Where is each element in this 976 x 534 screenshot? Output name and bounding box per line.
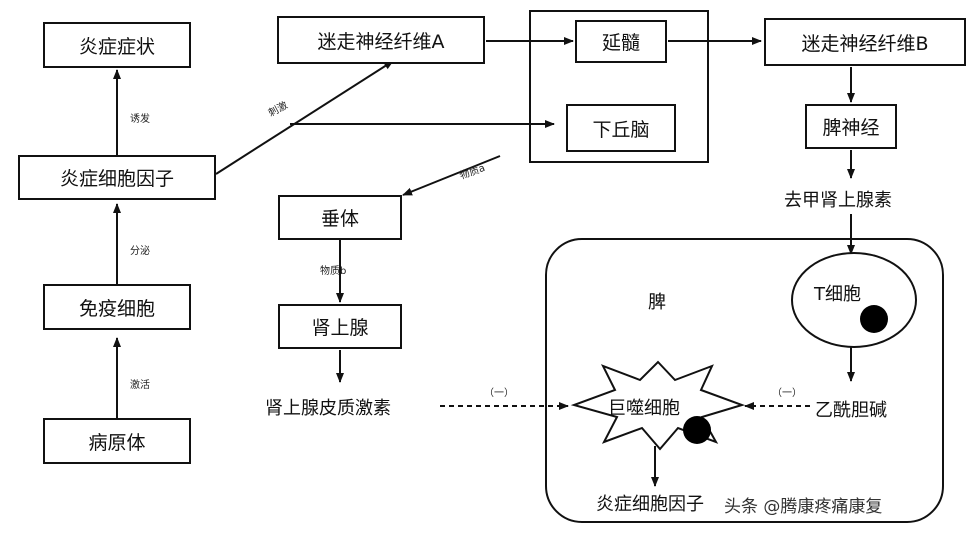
node-inflammation-symptoms: 炎症症状 [43,22,191,68]
node-inflammatory-cytokine: 炎症细胞因子 [18,155,216,200]
label-substance-b: 物质b [320,266,347,277]
node-splenic-nerve: 脾神经 [805,104,897,149]
node-adrenocortical-hormone: 肾上腺皮质激素 [265,398,391,419]
label-inhibit-right: （一） [772,388,802,399]
node-output-cytokine: 炎症细胞因子 [596,494,704,515]
macrophage-label: 巨噬细胞 [608,398,680,419]
label-activate: 激活 [130,380,150,391]
spleen-label: 脾 [648,292,666,313]
label-induce: 诱发 [130,114,150,125]
brain-group-box [529,10,709,163]
spleen-outline [545,238,944,523]
node-norepinephrine: 去甲肾上腺素 [784,190,892,211]
node-acetylcholine: 乙酰胆碱 [815,400,887,421]
node-hypothalamus: 下丘脑 [566,104,676,152]
arrow-cytokine-to-vagus-a [215,60,394,175]
label-inhibit-left: （一） [484,388,514,399]
t-cell-label: T细胞 [814,284,861,305]
node-adrenal: 肾上腺 [278,304,402,349]
arrow-hypothalamus-to-pituitary [402,155,501,196]
node-medulla: 延髓 [575,20,667,63]
node-pathogen: 病原体 [43,418,191,464]
node-immune-cell: 免疫细胞 [43,284,191,330]
node-pituitary: 垂体 [278,195,402,240]
node-vagus-b: 迷走神经纤维B [764,18,966,66]
label-secrete: 分泌 [130,246,150,257]
t-cell-nucleus [860,305,888,333]
macrophage-nucleus [683,416,711,444]
node-vagus-a: 迷走神经纤维A [277,16,485,64]
watermark: 头条 @腾康疼痛康复 [724,497,883,517]
